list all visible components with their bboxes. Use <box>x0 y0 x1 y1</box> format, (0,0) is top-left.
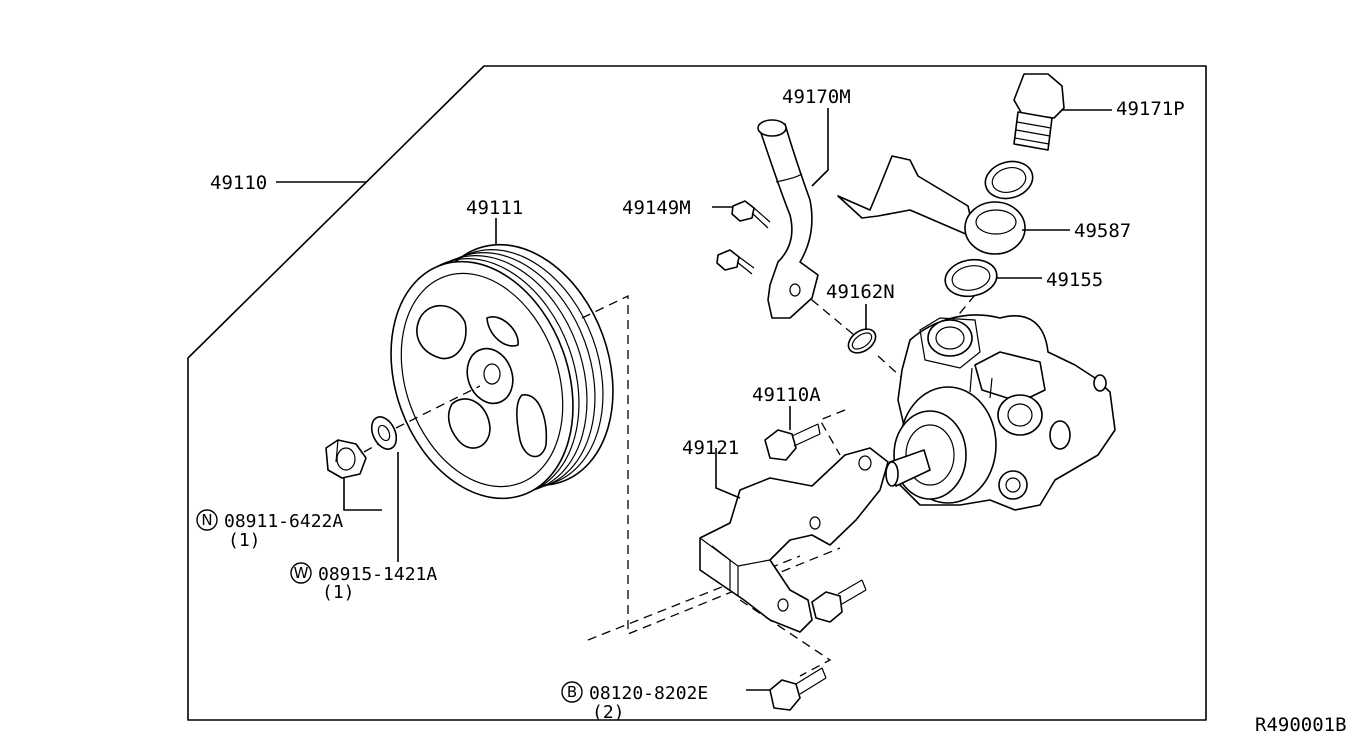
callout-nut-symbol: N <box>201 511 212 529</box>
label-washer: 49155 <box>1046 269 1103 291</box>
tube-bolt-drawing <box>716 200 771 275</box>
label-tube-bolt: 49149M <box>622 197 691 219</box>
label-bracket-bolt: 49110A <box>752 384 821 406</box>
label-connector: 49171P <box>1116 98 1185 120</box>
label-eye-bolt: 49587 <box>1074 220 1131 242</box>
lower-washer-drawing <box>944 258 998 298</box>
eye-fitting-drawing <box>837 155 1026 255</box>
label-o-ring: 49162N <box>826 281 895 303</box>
connector-drawing <box>1013 73 1065 151</box>
label-assembly: 49110 <box>210 172 267 194</box>
label-pulley: 49111 <box>466 197 523 219</box>
o-ring-drawing <box>847 328 877 354</box>
callout-washer: W 08915-1421A (1) <box>290 562 437 603</box>
callout-bolt-part: 08120-8202E <box>589 683 708 704</box>
washer-drawing <box>370 416 398 450</box>
bracket-drawing <box>699 447 889 633</box>
callout-bolt: B 08120-8202E (2) <box>561 681 708 723</box>
assembly-frame <box>187 65 1207 721</box>
callout-washer-qty: (1) <box>322 582 355 603</box>
callout-bolt-qty: (2) <box>592 702 625 723</box>
pump-body-drawing <box>885 314 1116 511</box>
callout-washer-symbol: W <box>294 564 309 582</box>
tube-drawing <box>757 119 819 319</box>
pulley-drawing <box>390 243 614 500</box>
callout-bolt-symbol: B <box>567 683 577 701</box>
callout-nut-qty: (1) <box>228 530 261 551</box>
upper-washer-drawing <box>984 160 1034 200</box>
callout-washer-part: 08915-1421A <box>318 564 437 585</box>
bolt-drawing <box>769 667 827 711</box>
drawing-code: R490001B <box>1255 714 1347 736</box>
bracket-lower-bolt-drawing <box>811 579 867 623</box>
nut-drawing <box>325 439 367 479</box>
bracket-bolt-drawing <box>764 423 821 461</box>
label-tube: 49170M <box>782 86 851 108</box>
callout-nut-part: 08911-6422A <box>224 511 343 532</box>
label-bracket: 49121 <box>682 437 739 459</box>
callout-nut: N 08911-6422A (1) <box>196 509 343 551</box>
